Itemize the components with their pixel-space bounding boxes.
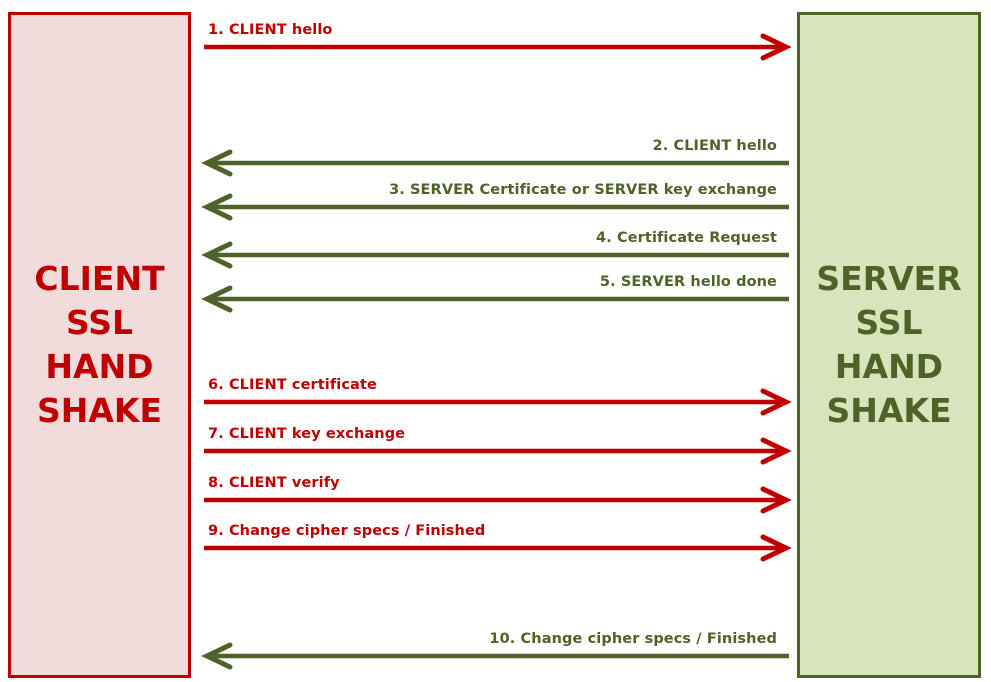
message-label: 1. CLIENT hello bbox=[208, 22, 333, 38]
server-title-line: SSL bbox=[855, 303, 923, 342]
message-3: 3. SERVER Certificate or SERVER key exch… bbox=[201, 181, 789, 221]
arrow-left-icon bbox=[201, 241, 789, 269]
client-title-line: SSL bbox=[65, 303, 134, 342]
arrow-left-icon bbox=[201, 285, 789, 313]
message-label: 2. CLIENT hello bbox=[652, 138, 777, 154]
arrow-right-icon bbox=[204, 33, 792, 61]
message-6: 6. CLIENT certificate bbox=[204, 376, 792, 416]
client-title: CLIENT SSL HAND SHAKE bbox=[34, 257, 164, 433]
message-7: 7. CLIENT key exchange bbox=[204, 425, 792, 465]
message-label: 10. Change cipher specs / Finished bbox=[489, 631, 777, 647]
arrow-left-icon bbox=[201, 149, 789, 177]
arrow-right-icon bbox=[204, 388, 792, 416]
arrow-right-icon bbox=[204, 486, 792, 514]
arrow-right-icon bbox=[204, 534, 792, 562]
message-10: 10. Change cipher specs / Finished bbox=[201, 630, 789, 670]
message-label: 5. SERVER hello done bbox=[599, 274, 777, 290]
server-title-line: SHAKE bbox=[826, 391, 952, 430]
message-label: 4. Certificate Request bbox=[596, 230, 777, 246]
server-title-line: HAND bbox=[834, 347, 944, 386]
message-label: 8. CLIENT verify bbox=[208, 475, 340, 491]
message-8: 8. CLIENT verify bbox=[204, 474, 792, 514]
message-label: 7. CLIENT key exchange bbox=[208, 426, 406, 442]
message-label: 6. CLIENT certificate bbox=[208, 377, 377, 393]
message-9: 9. Change cipher specs / Finished bbox=[204, 522, 792, 562]
message-1: 1. CLIENT hello bbox=[204, 21, 792, 61]
message-2: 2. CLIENT hello bbox=[201, 137, 789, 177]
message-label: 3. SERVER Certificate or SERVER key exch… bbox=[389, 182, 777, 198]
arrow-right-icon bbox=[204, 437, 792, 465]
server-title-line: SERVER bbox=[816, 259, 962, 298]
server-box: SERVER SSL HAND SHAKE bbox=[797, 12, 981, 678]
arrow-left-icon bbox=[201, 193, 789, 221]
client-box: CLIENT SSL HAND SHAKE bbox=[8, 12, 191, 678]
arrow-left-icon bbox=[201, 642, 789, 670]
message-4: 4. Certificate Request bbox=[201, 229, 789, 269]
server-title: SERVER SSL HAND SHAKE bbox=[816, 257, 961, 433]
message-5: 5. SERVER hello done bbox=[201, 273, 789, 313]
client-title-line: CLIENT bbox=[34, 259, 165, 298]
client-title-line: HAND bbox=[45, 347, 154, 386]
client-title-line: SHAKE bbox=[36, 391, 163, 430]
message-label: 9. Change cipher specs / Finished bbox=[208, 523, 486, 539]
